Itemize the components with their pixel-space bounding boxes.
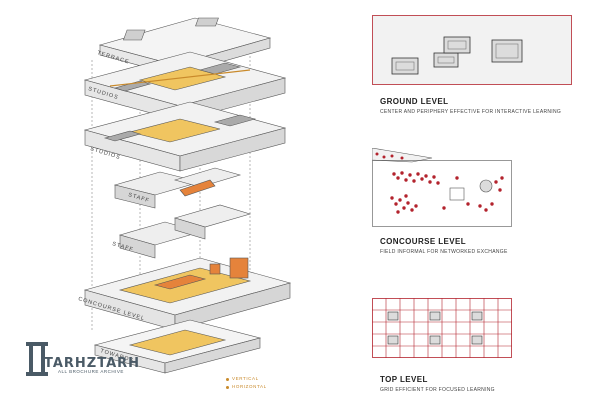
panel-title-top: TOP LEVEL (380, 375, 428, 384)
staff-lower-level (118, 204, 252, 259)
panel-desc-concourse: FIELD INFORMAL FOR NETWORKED EXCHANGE (380, 249, 508, 255)
watermark-title: TARHZTARH (44, 356, 141, 371)
panel-title-ground: GROUND LEVEL (380, 97, 449, 106)
watermark-subtitle: ALL BROCHURE ARCHIVE (58, 369, 124, 374)
concourse-level (83, 257, 292, 331)
legend-vertical-label: VERTICAL (232, 376, 259, 381)
legend-horizontal-label: HORIZONTAL (232, 384, 267, 389)
panel-title-concourse: CONCOURSE LEVEL (380, 237, 467, 246)
panel-desc-top: GRID EFFICIENT FOR FOCUSED LEARNING (380, 387, 495, 393)
top-level-diagram (372, 298, 512, 358)
exploded-axonometric: TERRACE STUDIOS STUDIOS STAFF STAFF CONC… (77, 17, 292, 374)
panel-desc-ground: CENTER AND PERIPHERY EFFECTIVE FOR INTER… (380, 109, 562, 115)
concourse-level-diagram (372, 148, 512, 227)
studios-lower-level (83, 101, 287, 172)
legend-horizontal-marker (226, 386, 229, 389)
staff-upper-level (113, 167, 242, 209)
concourse-dots (375, 152, 504, 214)
ground-level (93, 319, 262, 374)
ground-level-diagram (372, 15, 572, 85)
levels-panel-column: GROUND LEVEL CENTER AND PERIPHERY EFFECT… (360, 0, 600, 400)
watermark-logo-icon (26, 342, 48, 376)
legend-vertical-marker (226, 378, 229, 381)
